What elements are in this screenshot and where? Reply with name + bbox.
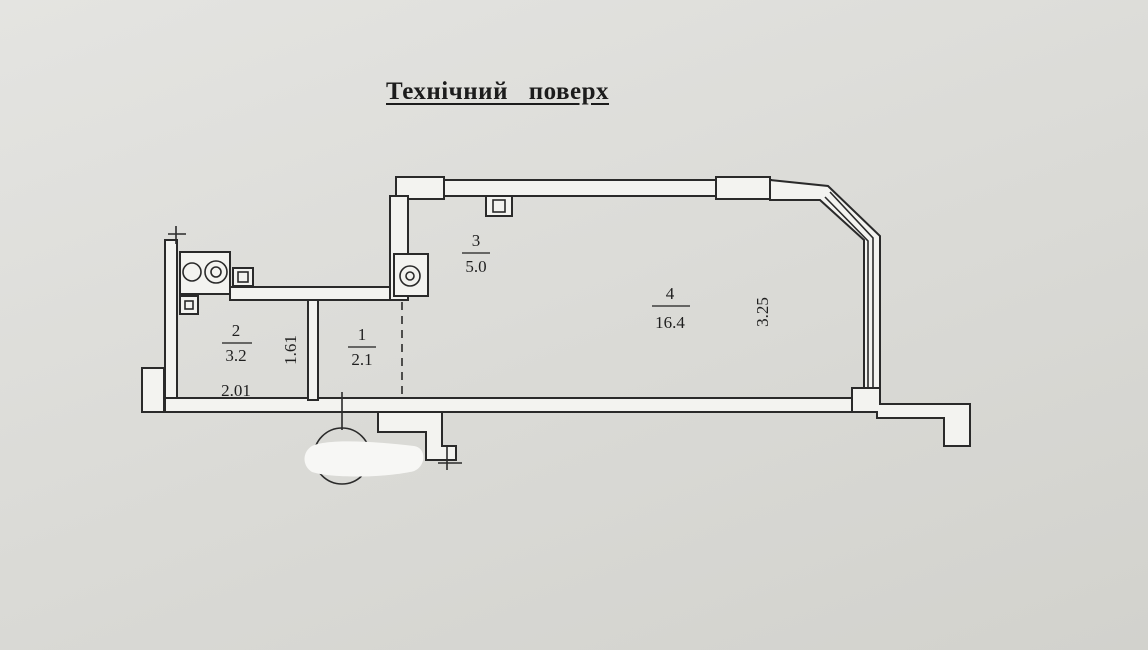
room-2-width: 2.01 (221, 381, 251, 400)
room-4-area: 16.4 (655, 313, 685, 332)
room-4-height: 3.25 (753, 297, 772, 327)
room-2-area: 3.2 (225, 346, 246, 365)
bay-window (824, 191, 874, 388)
room-4-number: 4 (666, 284, 675, 303)
axis-marks (168, 226, 462, 470)
room-labels: 2 3.2 2.01 1.61 1 2.1 3 5.0 4 16.4 3.25 (221, 231, 772, 400)
entrance-marker (304, 392, 424, 485)
plan-title: Технічний поверх (386, 78, 610, 105)
walls (141, 176, 971, 461)
room-1-number: 1 (358, 325, 367, 344)
room-1-area: 2.1 (351, 350, 372, 369)
room-3-number: 3 (472, 231, 481, 250)
room-2-number: 2 (232, 321, 241, 340)
vent-shafts (179, 195, 513, 315)
room-3-area: 5.0 (465, 257, 486, 276)
room-2-height: 1.61 (281, 335, 300, 365)
